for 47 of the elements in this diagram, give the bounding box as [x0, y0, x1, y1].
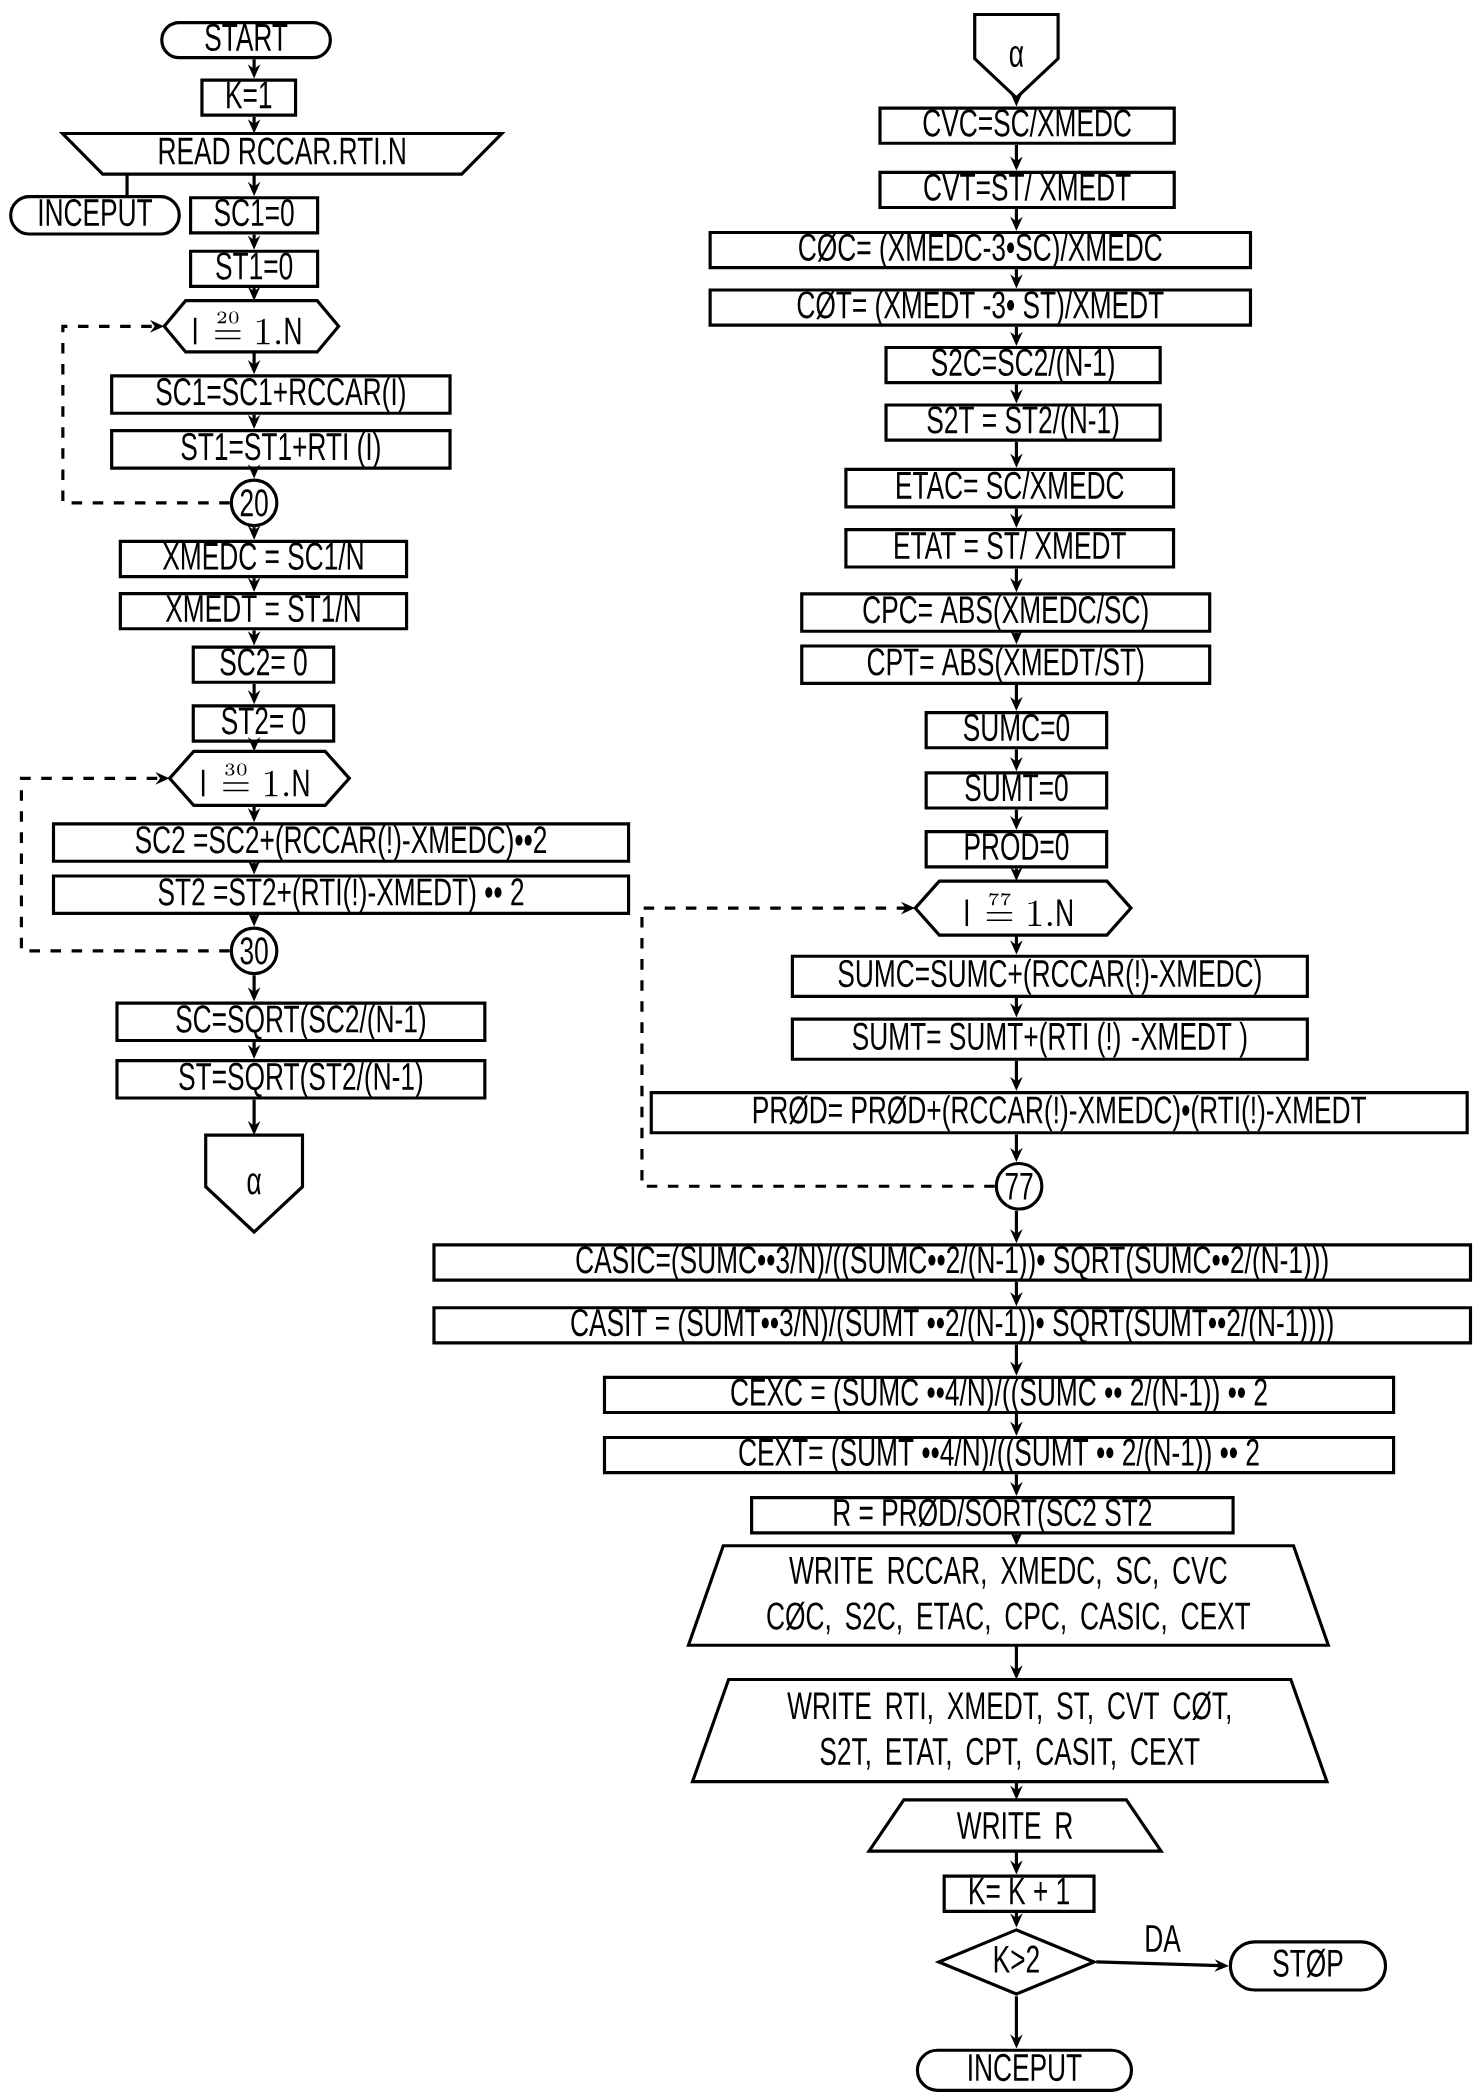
loop-arrow — [19, 772, 230, 953]
process-box: S2C=SC2/(N-1) — [884, 345, 1162, 385]
process-box: ST1=ST1+RTI (I) — [110, 429, 452, 470]
process-box: PRØD= PRØD+(RCCAR(!)-XMEDC)•(RTI(!)-XMEDT — [649, 1091, 1469, 1135]
process-box: CØT= (XMEDT -3• ST)/XMEDT — [708, 288, 1252, 327]
process-box: CØC= (XMEDC-3•SC)/XMEDC — [708, 230, 1252, 270]
output-trapezoid: WRITE RTI, XMEDT, ST, CVT CØT, S2T, ETAT, CPT, CASIT, CEXT — [690, 1677, 1330, 1784]
process-box: ETAC= SC/XMEDC — [844, 467, 1176, 509]
process-box: CASIT = (SUMT••3/N)/(SUMT ••2/(N-1))• SQRT(SUMT••2/(N-1)))) — [432, 1306, 1472, 1345]
loop-hexagon: $\mathrm{I}\stackrel{\scriptscriptstyle 77}{=}1.\mathrm{N}$ — [913, 879, 1134, 937]
off-page-connector: α — [973, 12, 1060, 101]
process-box: CPC= ABS(XMEDC/SC) — [800, 592, 1212, 633]
process-box: R = PRØD/SORT(SC2 ST2 — [749, 1496, 1235, 1535]
process-box: SUMC=SUMC+(RCCAR(!)-XMEDC) — [790, 954, 1309, 998]
process-box: XMEDC = SC1/N — [118, 539, 409, 579]
output-trapezoid: WRITE RCCAR, XMEDC, SC, CVC CØC, S2C, ETAC, CPC, CASIC, CEXT — [686, 1544, 1331, 1647]
process-box: CVT=ST/ XMEDT — [878, 170, 1176, 210]
connector-line — [125, 174, 129, 196]
process-box: ETAT = ST/ XMEDT — [844, 528, 1176, 569]
process-box: CEXT= (SUMT ••4/N)/((SUMT •• 2/(N-1)) •• 2 — [602, 1435, 1396, 1475]
process-box: SUMT=0 — [924, 771, 1109, 810]
process-box: XMEDT = ST1/N — [118, 592, 409, 631]
edge-label: DA — [1140, 1921, 1185, 1956]
loop-arrow — [640, 901, 995, 1188]
process-box: SC2 =SC2+(RCCAR(!)-XMEDC)••2 — [51, 822, 631, 863]
process-box: SC1=SC1+RCCAR(I) — [110, 374, 452, 415]
process-box: K=1 — [200, 78, 298, 117]
process-box: SC=SQRT(SC2/(N-1) — [115, 1001, 487, 1043]
loop-arrow — [61, 320, 230, 505]
process-box: SC1=0 — [188, 196, 320, 235]
process-box: PROD=0 — [924, 830, 1109, 869]
process-box: ST2= 0 — [191, 704, 336, 743]
process-box: ST=SQRT(ST2/(N-1) — [115, 1059, 487, 1100]
process-box: ST2 =ST2+(RTI(!)-XMEDT) •• 2 — [51, 874, 631, 915]
process-box: SC2= 0 — [191, 645, 336, 684]
process-box: SUMT= SUMT+(RTI (!) -XMEDT ) — [790, 1017, 1309, 1061]
process-box: CPT= ABS(XMEDT/ST) — [800, 644, 1212, 685]
process-box: K= K + 1 — [942, 1874, 1096, 1913]
process-box: S2T = ST2/(N-1) — [884, 403, 1162, 442]
off-page-connector: α — [204, 1133, 304, 1235]
process-box: ST1=0 — [188, 249, 320, 288]
process-box: CEXC = (SUMC ••4/N)/((SUMC •• 2/(N-1)) •• 2 — [602, 1375, 1396, 1415]
process-box: CASIC=(SUMC••3/N)/((SUMC••2/(N-1))• SQRT(SUMC••2/(N-1))) — [432, 1243, 1472, 1282]
process-box: SUMC=0 — [924, 711, 1109, 750]
loop-hexagon: $\mathrm{I}\stackrel{\scriptscriptstyle 30}{=}1.\mathrm{N}$ — [167, 749, 352, 807]
process-box: CVC=SC/XMEDC — [878, 106, 1176, 145]
loop-hexagon: $\mathrm{I}\stackrel{\scriptscriptstyle 20}{=}1.\mathrm{N}$ — [162, 299, 341, 354]
